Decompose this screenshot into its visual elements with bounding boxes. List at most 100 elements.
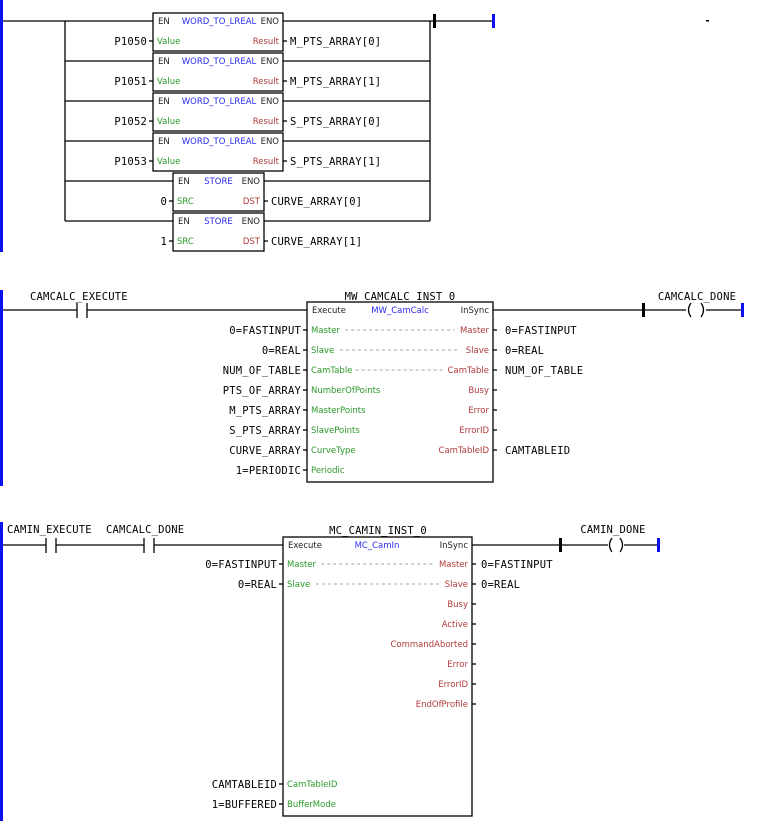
input-variable[interactable]: CURVE_ARRAY <box>229 445 301 457</box>
pin-output-camtableid: CamTableID <box>439 446 490 456</box>
block-frame[interactable] <box>152 132 284 172</box>
input-variable[interactable]: P1052 <box>114 116 147 128</box>
input-variable[interactable]: 0=REAL <box>238 579 277 591</box>
pin-output-error: Error <box>468 406 489 416</box>
output-variable[interactable]: NUM_OF_TABLE <box>505 365 583 377</box>
block-type: WORD_TO_LREAL <box>182 17 257 27</box>
right-power-rail-rung-2 <box>741 303 744 317</box>
coil-label-camin-done: CAMIN_DONE <box>580 524 645 536</box>
input-variable[interactable]: 1=BUFFERED <box>212 799 277 811</box>
coil-right-paren <box>619 537 624 553</box>
coil-camcalc-done[interactable] <box>687 302 705 318</box>
input-variable[interactable]: P1050 <box>114 36 147 48</box>
fb-row: 0=REAL Slave Slave 0=REAL <box>238 579 520 591</box>
rung-2[interactable]: CAMCALC_EXECUTE MW_CAMCALC_INST_0 Execut… <box>3 291 744 483</box>
pin-input: Value <box>157 117 180 127</box>
pin-output: Result <box>253 157 280 167</box>
coil-camin-done[interactable] <box>608 537 624 553</box>
input-variable[interactable]: 0 <box>160 196 167 208</box>
pin-eno: ENO <box>261 137 280 147</box>
input-variable[interactable]: S_PTS_ARRAY <box>229 425 301 437</box>
left-power-rail-rung-1 <box>0 0 3 252</box>
pin-output-error: Error <box>447 660 468 670</box>
input-variable[interactable]: 0=FASTINPUT <box>229 325 301 337</box>
input-variable[interactable]: 1 <box>160 236 167 248</box>
coil-left-marker <box>642 303 645 317</box>
left-power-rail-rung-3 <box>0 522 3 821</box>
output-variable[interactable]: CURVE_ARRAY[0] <box>271 196 362 208</box>
pin-insync: InSync <box>461 306 490 316</box>
fb-row: ErrorID <box>438 680 476 690</box>
pin-output-errorid: ErrorID <box>459 426 489 436</box>
output-variable[interactable]: M_PTS_ARRAY[0] <box>290 36 381 48</box>
input-variable[interactable]: NUM_OF_TABLE <box>223 365 301 377</box>
pin-input-master: Master <box>311 326 341 336</box>
block-frame[interactable] <box>152 52 284 92</box>
pin-eno: ENO <box>261 57 280 67</box>
pin-output-busy: Busy <box>447 600 468 610</box>
pin-input-slave: Slave <box>287 580 310 590</box>
fb-type-name: MC_CamIn <box>355 541 400 551</box>
pin-output-master: Master <box>460 326 490 336</box>
contact-camcalc-done[interactable] <box>143 538 155 553</box>
fb-instance-name: MW_CAMCALC_INST_0 <box>345 291 456 303</box>
pin-output: Result <box>253 77 280 87</box>
block-type: WORD_TO_LREAL <box>182 137 257 147</box>
block-frame[interactable] <box>172 172 265 212</box>
input-variable[interactable]: P1053 <box>114 156 147 168</box>
block-frame[interactable] <box>172 212 265 252</box>
output-variable[interactable]: CAMTABLEID <box>505 445 570 457</box>
fb-mc-camin[interactable] <box>282 536 473 817</box>
output-variable[interactable]: 0=FASTINPUT <box>505 325 577 337</box>
pin-eno: ENO <box>242 217 261 227</box>
output-variable[interactable]: 0=FASTINPUT <box>481 559 553 571</box>
coil-label-camcalc-done: CAMCALC_DONE <box>658 291 736 303</box>
rung-1-branch-end-marker <box>433 14 436 28</box>
contact-camin-execute[interactable] <box>45 538 57 553</box>
output-variable[interactable]: 0=REAL <box>481 579 520 591</box>
input-variable[interactable]: 0=FASTINPUT <box>205 559 277 571</box>
fb-mw-camcalc[interactable] <box>306 301 494 483</box>
output-variable[interactable]: S_PTS_ARRAY[0] <box>290 116 381 128</box>
input-variable[interactable]: M_PTS_ARRAY <box>229 405 301 417</box>
rung-3[interactable]: CAMIN_EXECUTE CAMCALC_DONE MC_CAMIN_INST… <box>3 524 660 817</box>
contact-camcalc-execute[interactable] <box>76 303 88 318</box>
pin-en: EN <box>178 217 190 227</box>
input-variable[interactable]: 1=PERIODIC <box>236 465 301 477</box>
block-frame[interactable] <box>152 12 284 52</box>
input-variable[interactable]: P1051 <box>114 76 147 88</box>
fb-row: Active <box>442 620 476 630</box>
fb-row: EndOfProfile <box>416 700 476 710</box>
pin-input: SRC <box>177 237 194 247</box>
input-variable[interactable]: 0=REAL <box>262 345 301 357</box>
left-power-rail-rung-2 <box>0 290 3 486</box>
pin-input-periodic: Periodic <box>311 466 345 476</box>
output-variable[interactable]: S_PTS_ARRAY[1] <box>290 156 381 168</box>
output-variable[interactable]: 0=REAL <box>505 345 544 357</box>
pin-output-errorid: ErrorID <box>438 680 468 690</box>
input-variable[interactable]: PTS_OF_ARRAY <box>223 385 302 397</box>
pin-output-slave: Slave <box>445 580 468 590</box>
output-variable[interactable]: CURVE_ARRAY[1] <box>271 236 362 248</box>
pin-input-buffermode: BufferMode <box>287 800 336 810</box>
output-variable[interactable]: M_PTS_ARRAY[1] <box>290 76 381 88</box>
contact-label-camin-execute: CAMIN_EXECUTE <box>7 524 92 536</box>
pin-output-camtable: CamTable <box>448 366 489 376</box>
input-variable[interactable]: CAMTABLEID <box>212 779 277 791</box>
block-frame[interactable] <box>152 92 284 132</box>
pin-en: EN <box>178 177 190 187</box>
pin-output: Result <box>253 117 280 127</box>
pin-input: Value <box>157 37 180 47</box>
